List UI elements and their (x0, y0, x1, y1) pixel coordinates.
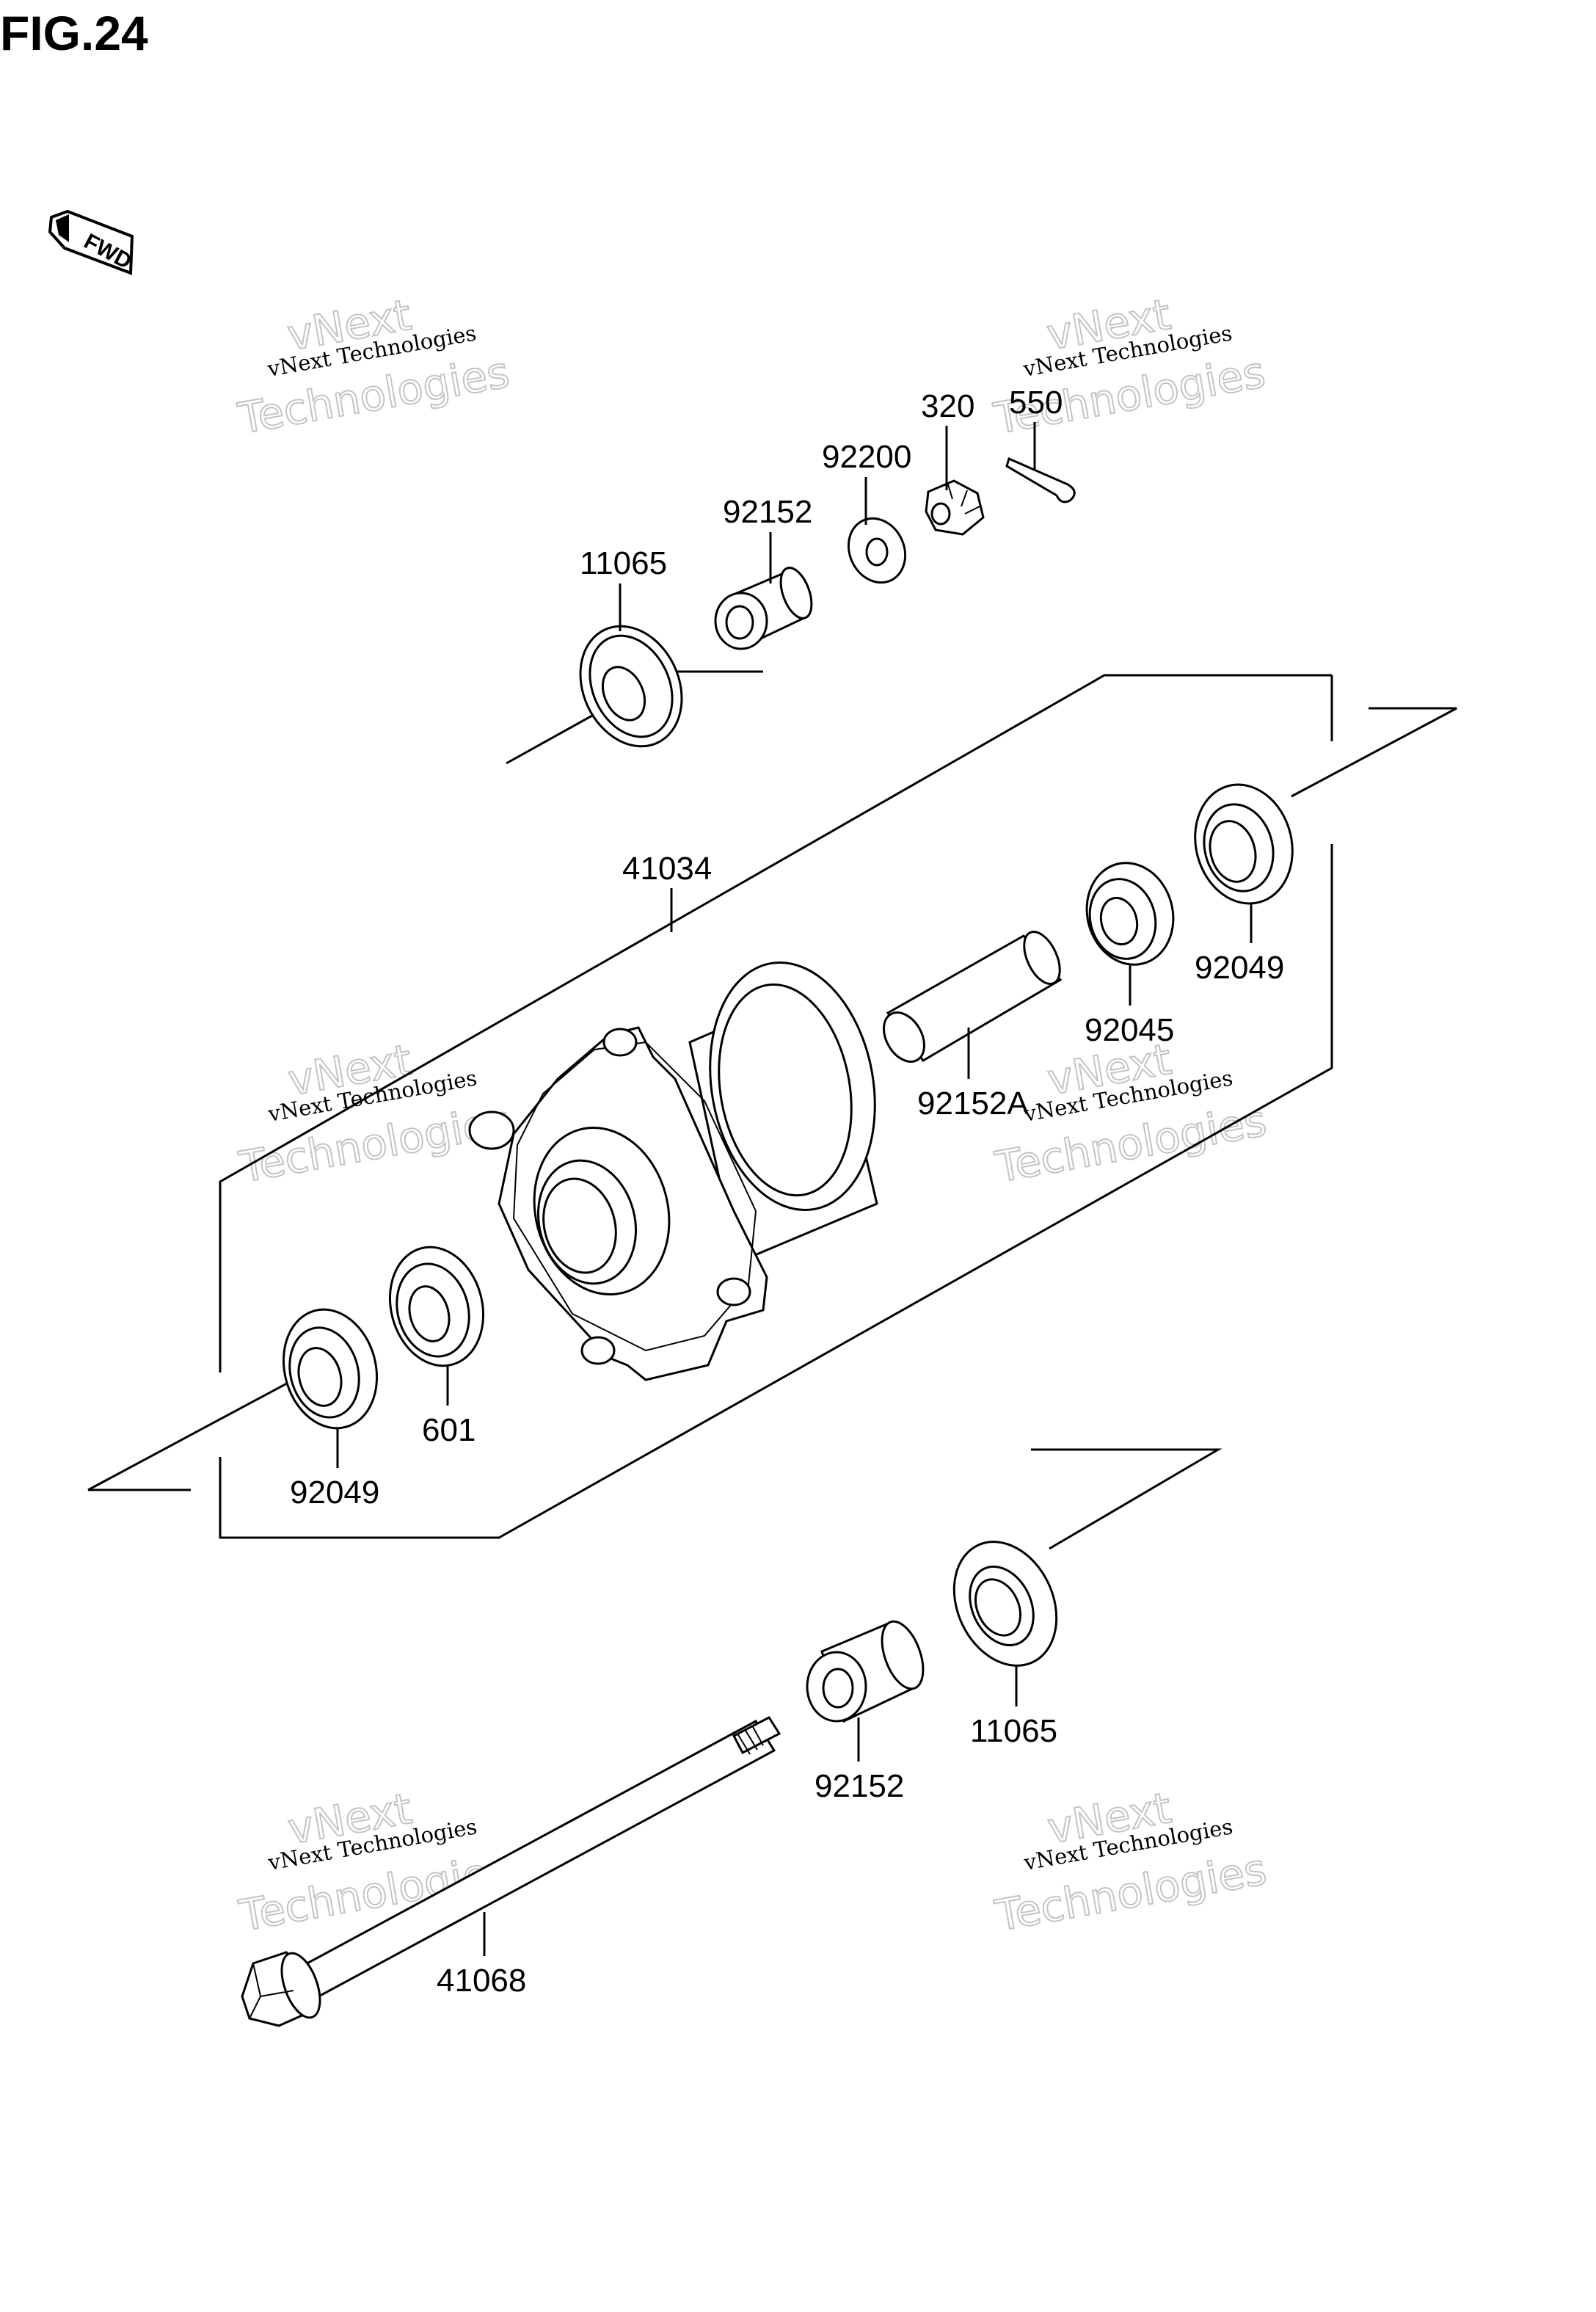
washer-92200 (847, 517, 907, 584)
oil-seal-92049-left (282, 1308, 379, 1430)
label-41034: 41034 (622, 851, 712, 887)
figure-title: FIG.24 (0, 6, 148, 60)
nut-320 (925, 479, 985, 536)
oil-seal-92049-right (1194, 783, 1294, 905)
watermark-top-left: vNext vNext Technologies Technologies (233, 289, 514, 445)
wheel-hub-41034 (468, 961, 878, 1381)
watermark-middle-left: vNext vNext Technologies Technologies (235, 1034, 515, 1193)
label-41068: 41068 (437, 1963, 526, 1999)
fwd-arrow-icon: FWD (48, 209, 136, 275)
label-92152A: 92152A (917, 1086, 1029, 1122)
label-11065-top: 11065 (580, 545, 667, 581)
ball-bearing-601 (388, 1246, 485, 1367)
collar-11065-bottom (952, 1541, 1058, 1667)
spacer-tube-92152A (883, 931, 1063, 1063)
collar-11065-top (579, 625, 683, 748)
label-92152-bottom: 92152 (815, 1768, 904, 1804)
ball-bearing-92045 (1085, 862, 1175, 966)
cotter-pin-550 (1005, 457, 1076, 504)
axle-41068 (241, 1716, 781, 2027)
label-11065-bottom: 11065 (970, 1713, 1057, 1749)
label-92200: 92200 (822, 439, 911, 475)
label-550: 550 (1009, 385, 1063, 421)
spacer-92152-bottom (806, 1620, 925, 1723)
label-601: 601 (422, 1412, 475, 1448)
leader-lines (336, 422, 1253, 1956)
label-92049-left: 92049 (290, 1475, 379, 1511)
label-320: 320 (921, 388, 974, 424)
spacer-92152-top (714, 567, 813, 650)
watermark-bottom-right: vNext vNext Technologies Technologies (991, 1782, 1271, 1942)
label-92152-top: 92152 (723, 494, 812, 530)
label-92045: 92045 (1085, 1012, 1174, 1048)
label-92049-right: 92049 (1195, 950, 1284, 986)
